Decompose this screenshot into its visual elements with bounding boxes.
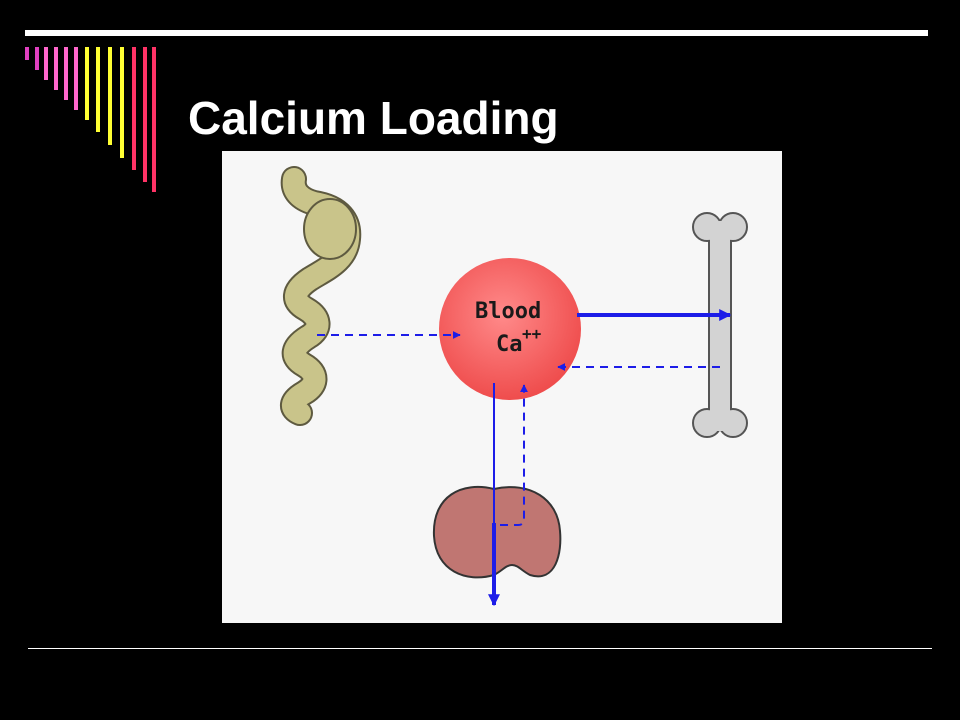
intestine-icon <box>280 166 362 426</box>
decorative-stripes <box>25 47 156 192</box>
blood-label: Blood <box>475 299 541 324</box>
top-rule <box>25 30 928 36</box>
calcium-charge-label: ++ <box>522 324 542 343</box>
bottom-rule <box>28 648 932 649</box>
slide-title: Calcium Loading <box>188 92 559 144</box>
blood-calcium-node: Blood Ca ++ <box>439 258 581 400</box>
calcium-label: Ca <box>496 332 523 357</box>
calcium-diagram: Blood Ca ++ <box>222 151 782 623</box>
arrow-kidney-to-blood <box>500 384 528 526</box>
kidney-icon <box>432 485 562 579</box>
bone-icon <box>692 212 748 438</box>
